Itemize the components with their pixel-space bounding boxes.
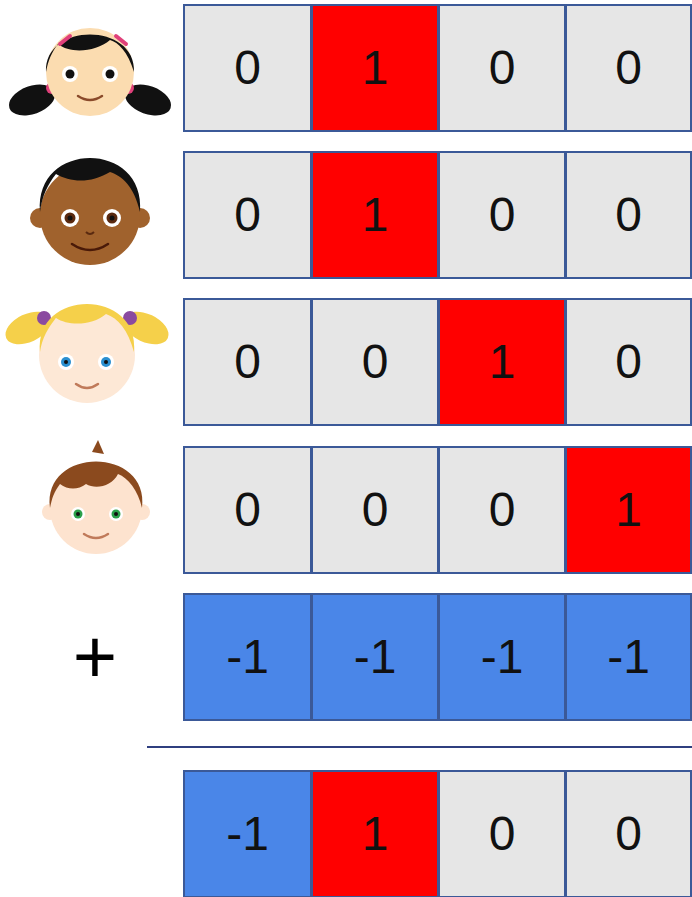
sum-line (147, 746, 692, 748)
grid-cell: 0 (438, 446, 566, 574)
cell-value: 0 (489, 44, 516, 92)
grid-cell: 0 (183, 151, 312, 279)
boy-face-icon (30, 158, 150, 265)
grid-cell: -1 (311, 593, 439, 721)
girl-face-icon (5, 28, 176, 121)
cell-value: 0 (234, 486, 261, 534)
grid-cell: 0 (183, 4, 312, 132)
cell-value: 0 (489, 191, 516, 239)
cell-value: -1 (481, 633, 524, 681)
grid-cell: 0 (183, 446, 312, 574)
grid-cell: 1 (565, 446, 692, 574)
grid-cell: 0 (438, 770, 566, 897)
cell-value: -1 (354, 633, 397, 681)
grid-cell: -1 (565, 593, 692, 721)
boy-face-icon (42, 440, 150, 554)
grid-cell: 1 (438, 298, 566, 426)
grid-cell: -1 (438, 593, 566, 721)
cell-value: 1 (615, 486, 642, 534)
grid-cell: 0 (438, 151, 566, 279)
grid-cell: 0 (438, 4, 566, 132)
cell-value: -1 (607, 633, 650, 681)
cell-value: 0 (234, 191, 261, 239)
cell-value: 0 (362, 338, 389, 386)
grid-cell: 0 (311, 298, 439, 426)
cell-value: 1 (362, 44, 389, 92)
grid-cell: 1 (311, 770, 439, 897)
cell-value: 1 (489, 338, 516, 386)
grid-cell: 0 (565, 298, 692, 426)
cell-value: 0 (615, 44, 642, 92)
cell-value: 0 (234, 44, 261, 92)
cell-value: 0 (234, 338, 261, 386)
grid-cell: 0 (183, 298, 312, 426)
cell-value: 0 (362, 486, 389, 534)
cell-value: 0 (489, 810, 516, 858)
cell-value: 0 (615, 191, 642, 239)
cell-value: 0 (489, 486, 516, 534)
operator-sign: + (55, 617, 135, 697)
cell-value: 0 (615, 810, 642, 858)
cell-value: -1 (226, 810, 269, 858)
grid-cell: -1 (183, 770, 312, 897)
grid-cell: 0 (565, 4, 692, 132)
grid-cell: 0 (565, 770, 692, 897)
cell-value: 1 (362, 810, 389, 858)
cell-value: -1 (226, 633, 269, 681)
girl-face-icon (0, 304, 173, 403)
grid-cell: 1 (311, 151, 439, 279)
cell-value: 0 (615, 338, 642, 386)
grid-cell: 0 (311, 446, 439, 574)
cell-value: 1 (362, 191, 389, 239)
grid-cell: -1 (183, 593, 312, 721)
grid-cell: 1 (311, 4, 439, 132)
grid-cell: 0 (565, 151, 692, 279)
